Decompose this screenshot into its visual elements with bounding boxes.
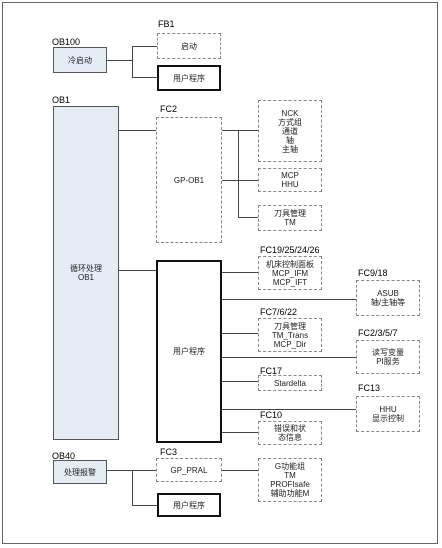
ob100-block: 冷启动	[53, 47, 107, 73]
fc19-line3: MCP_IFT	[272, 277, 308, 287]
user-program-1-text: 用户程序	[173, 73, 205, 83]
connector-ob1-fc2	[119, 130, 156, 131]
connector-ob1-user-prog	[119, 270, 156, 271]
connector-up-fc9	[222, 299, 356, 300]
fb1-label: FB1	[158, 19, 175, 29]
fc2-label: FC2	[160, 104, 178, 114]
ob1-label: OB1	[52, 95, 71, 105]
fc2357-label: FC2/3/5/7	[358, 328, 398, 338]
connector-fc2-tool	[238, 217, 258, 218]
connector-ob100-fb1	[107, 60, 132, 61]
fc3-block: GP_PRAL	[156, 458, 222, 482]
ob1-line2: OB1	[77, 273, 94, 282]
user-program-3-text: 用户程序	[173, 500, 205, 510]
fc7-line1: 刀具管理	[274, 321, 306, 331]
ob1-block: 循环处理 OB1	[53, 106, 119, 440]
nck-group-block: NCK 方式组 通道 轴 主轴	[258, 100, 322, 162]
diagram-frame	[2, 2, 438, 544]
fc10-label: FC10	[260, 410, 283, 420]
connector-fc2-nck	[222, 130, 258, 131]
startup-block: 启动	[157, 33, 221, 59]
nck-line4: 轴	[286, 135, 294, 145]
gfunc-line1: G功能组	[274, 462, 306, 471]
tool-line2: TM	[284, 218, 296, 227]
ob40-label: OB40	[52, 451, 76, 461]
rw-variable-block: 读写变量 PI服务	[356, 340, 420, 374]
connector-up-fc10	[222, 432, 258, 433]
tool-line1: 刀具管理	[274, 209, 306, 218]
fc3-text: GP_PRAL	[170, 465, 208, 475]
nck-line3: 通道	[282, 126, 298, 136]
fc7-block: 刀具管理 TM_Trans MCP_Dir	[258, 318, 322, 352]
error-line1: 错误和状	[274, 424, 306, 433]
gfunc-line4: 辅助功能M	[270, 489, 310, 498]
gfunc-line3: PROFIsafe	[270, 480, 310, 489]
nck-line1: NCK	[281, 108, 299, 118]
ob1-line1: 循环处理	[70, 264, 102, 273]
ob40-text: 处理报警	[64, 467, 96, 477]
connector-up-fc19	[222, 272, 258, 273]
ob40-block: 处理报警	[53, 460, 107, 484]
user-program-main-text: 用户程序	[173, 347, 205, 356]
asub-line2: 轴/主轴等	[370, 298, 406, 307]
fc19-label: FC19/25/24/26	[260, 245, 320, 255]
mcp-line1: MCP	[281, 171, 299, 180]
connector-up-fc13	[222, 409, 356, 410]
gfunc-block: G功能组 TM PROFIsafe 辅助功能M	[258, 458, 322, 502]
fc19-line1: 机床控制面板	[266, 259, 314, 269]
error-line2: 态信息	[278, 433, 302, 442]
connector-ob100-trunk	[132, 46, 133, 78]
user-program-block-3: 用户程序	[157, 493, 221, 517]
asub-block: ASUB 轴/主轴等	[356, 280, 420, 316]
connector-to-user-prog-1	[132, 77, 157, 78]
connector-ob40-trunk	[132, 470, 133, 506]
fc7-line3: MCP_Dir	[273, 339, 307, 349]
mcp-line2: HHU	[281, 180, 299, 189]
fc3-label: FC3	[160, 447, 178, 457]
user-program-main-block: 用户程序	[156, 260, 222, 443]
fc2-block: GP-OB1	[156, 117, 222, 243]
stardelta-block: Stardelta	[258, 375, 322, 391]
fc13-label: FC13	[358, 383, 381, 393]
connector-up-fc17	[222, 381, 258, 382]
connector-up-fc2357	[222, 357, 356, 358]
fc17-label: FC17	[260, 366, 283, 376]
ob100-label: OB100	[52, 37, 81, 47]
gfunc-line2: TM	[284, 471, 296, 480]
nck-line2: 方式组	[278, 117, 302, 127]
rw-line1: 读写变量	[372, 348, 404, 357]
hhu-line1: HHU	[379, 405, 397, 414]
fc7-label: FC7/6/22	[260, 307, 298, 317]
nck-line5: 主轴	[282, 144, 298, 154]
connector-fc3-gfunc	[222, 470, 258, 471]
error-status-block: 错误和状 态信息	[258, 421, 322, 445]
user-program-block-1: 用户程序	[157, 65, 221, 91]
rw-line2: PI服务	[376, 357, 400, 366]
tool-management-block: 刀具管理 TM	[258, 205, 322, 231]
connector-fc2-mcp	[222, 180, 258, 181]
fc9-label: FC9/18	[358, 268, 388, 278]
fc2-text: GP-OB1	[173, 175, 205, 185]
connector-fc2-trunk	[238, 130, 239, 218]
mcp-hhu-block: MCP HHU	[258, 168, 322, 192]
hhu-line2: 显示控制	[372, 414, 404, 423]
startup-text: 启动	[181, 41, 197, 51]
connector-to-user-prog-3	[132, 505, 157, 506]
connector-up-fc7	[222, 333, 258, 334]
stardelta-text: Stardelta	[273, 378, 307, 388]
fc19-line2: MCP_IFM	[272, 268, 308, 278]
fc7-line2: TM_Trans	[271, 330, 309, 340]
hhu-display-block: HHU 显示控制	[356, 396, 420, 432]
ob100-text: 冷启动	[68, 55, 92, 65]
connector-ob40-fc3	[107, 470, 156, 471]
asub-line1: ASUB	[377, 289, 399, 298]
fc19-block: 机床控制面板 MCP_IFM MCP_IFT	[258, 256, 322, 290]
connector-to-startup	[132, 46, 157, 47]
